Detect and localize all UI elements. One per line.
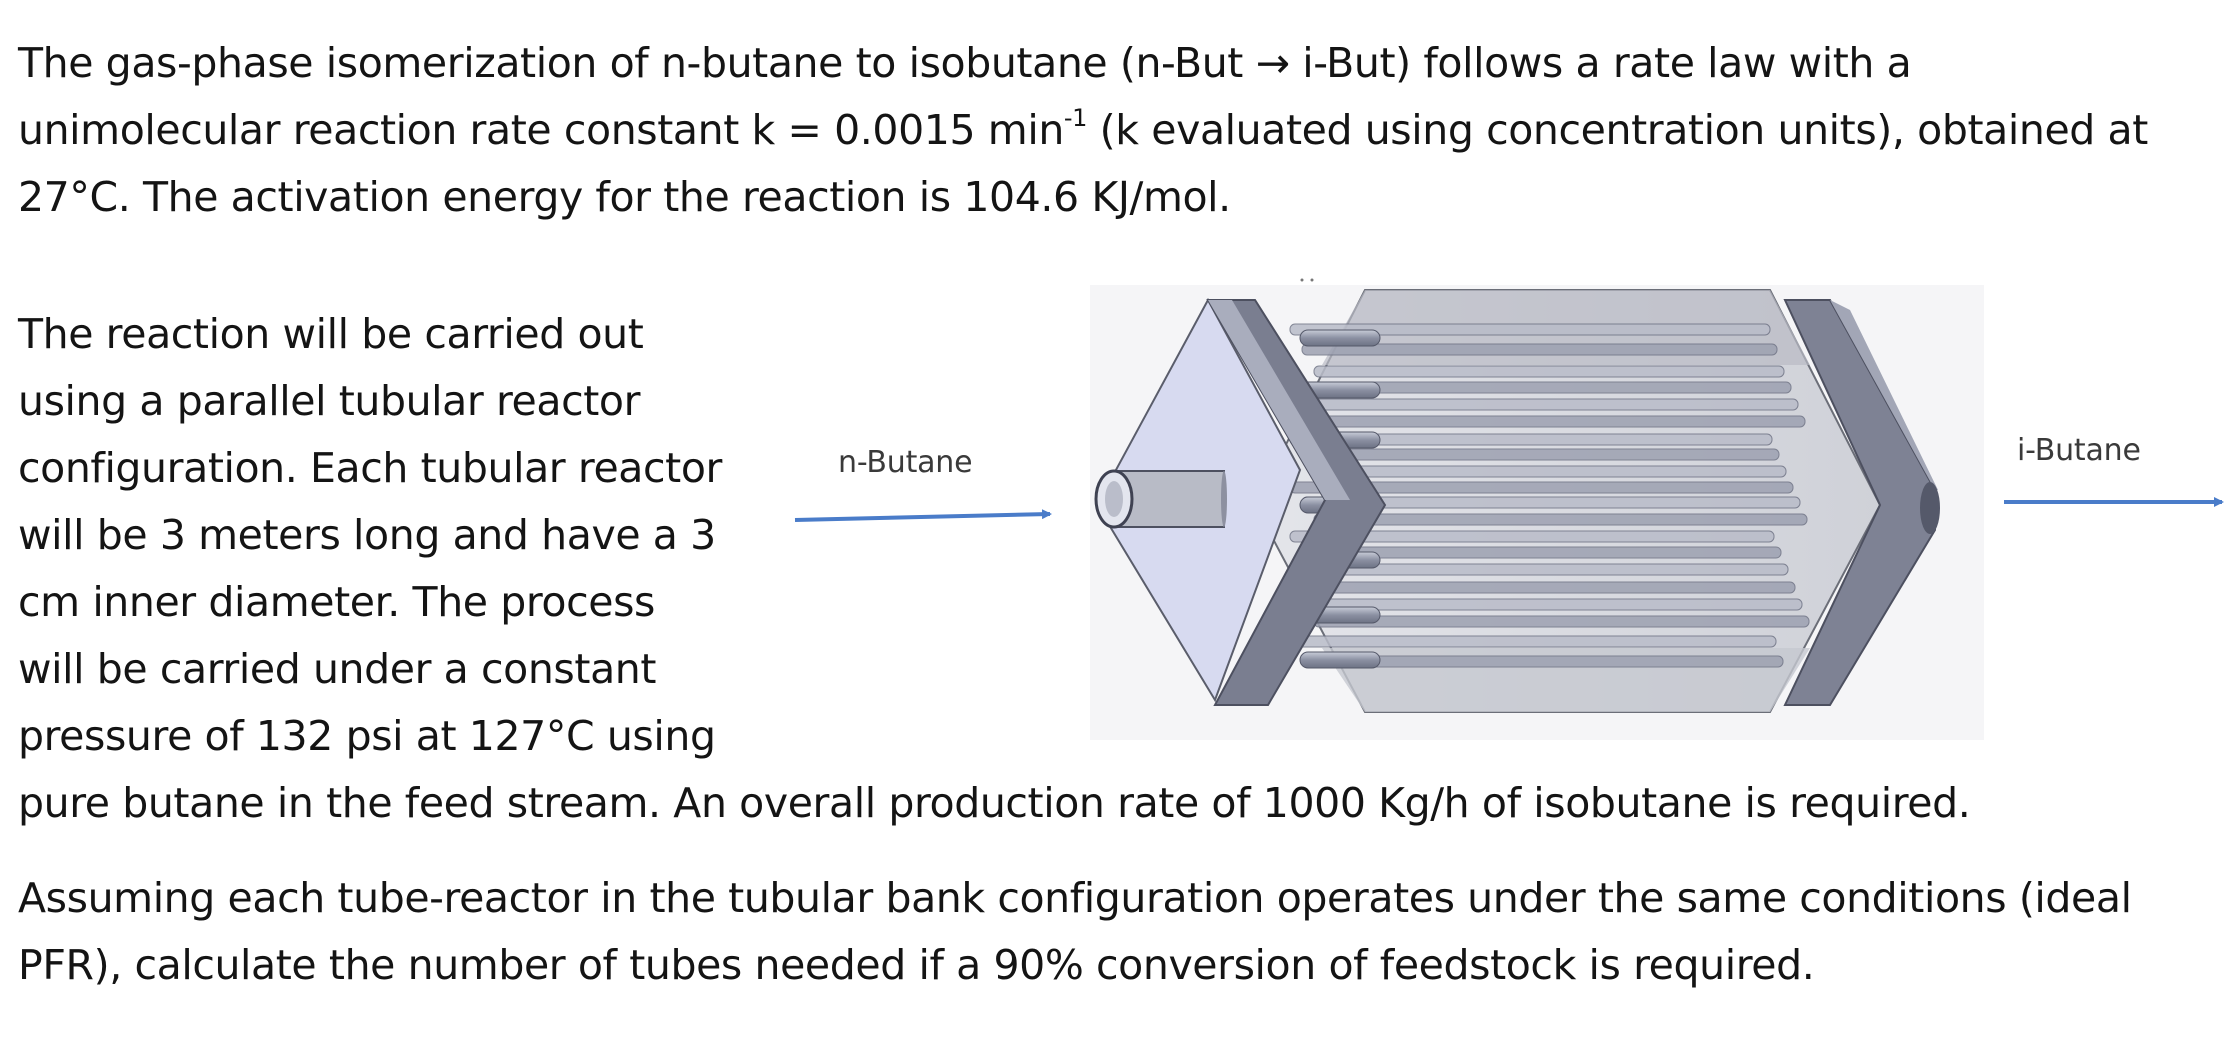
reactor-tubes (1289, 323, 1810, 669)
figure-mark (1310, 278, 1314, 282)
question-paragraph: Assuming each tube-reactor in the tubula… (18, 865, 2218, 999)
tube-stub (1299, 329, 1381, 347)
inlet-label: n-Butane (838, 445, 973, 480)
reactor-tube (1289, 530, 1775, 543)
setup-line: pure butane in the feed stream. An overa… (18, 779, 1971, 827)
outlet-flange-edge (1830, 300, 1938, 490)
inlet-arrow (794, 509, 1052, 522)
setup-line: configuration. Each tubular reactor (18, 444, 722, 492)
inlet-pipe-bore (1105, 481, 1123, 517)
question-line-1: Assuming each tube-reactor in the tubula… (18, 874, 2132, 922)
setup-line: using a parallel tubular reactor (18, 377, 641, 425)
rate-constant-text: unimolecular reaction rate constant k = … (18, 106, 1064, 154)
intro-line-1-end: i-But) follows a rate law with a (1289, 39, 1912, 87)
reaction-arrow-symbol: → (1255, 39, 1290, 87)
reactor-tube (1313, 563, 1789, 576)
intro-line-1: The gas-phase isomerization of n-butane … (18, 30, 2218, 97)
setup-line: cm inner diameter. The process (18, 578, 655, 626)
rate-constant-note: (k evaluated using concentration units),… (1087, 106, 2149, 154)
intro-paragraph: The gas-phase isomerization of n-butane … (18, 30, 2218, 231)
outlet-label: i-Butane (2017, 433, 2141, 468)
intro-line-2: unimolecular reaction rate constant k = … (18, 97, 2218, 164)
reactor-tube (1289, 581, 1796, 594)
question-line-2: PFR), calculate the number of tubes need… (18, 941, 1815, 989)
intro-line-1-start: The gas-phase isomerization of n-butane … (18, 39, 1256, 87)
reactor-tube (1313, 615, 1810, 628)
reactor-tube (1289, 323, 1771, 336)
setup-line: will be carried under a constant (18, 645, 657, 693)
reactor-tube (1301, 448, 1780, 461)
intro-line-3: 27°C. The activation energy for the reac… (18, 173, 1231, 221)
inlet-flange-edge (1208, 300, 1350, 500)
setup-paragraph: The reaction will be carried out using a… (18, 301, 2218, 837)
inlet-pipe-end (1221, 471, 1227, 527)
reactor-tube (1301, 398, 1799, 411)
setup-line: The reaction will be carried out (18, 310, 644, 358)
reactor-tube (1313, 365, 1785, 378)
reactor-tube (1313, 415, 1806, 428)
reactor-tube (1289, 635, 1777, 648)
rate-constant-exponent: -1 (1063, 104, 1088, 132)
reactor-tube (1313, 513, 1808, 526)
setup-line: will be 3 meters long and have a 3 (18, 511, 716, 559)
tube-stub (1299, 651, 1381, 669)
reactor-tube (1301, 343, 1778, 356)
figure-mark (1300, 278, 1304, 282)
outlet-nozzle (1920, 482, 1940, 534)
setup-line: pressure of 132 psi at 127°C using (18, 712, 716, 760)
reactor-tube (1313, 465, 1787, 478)
